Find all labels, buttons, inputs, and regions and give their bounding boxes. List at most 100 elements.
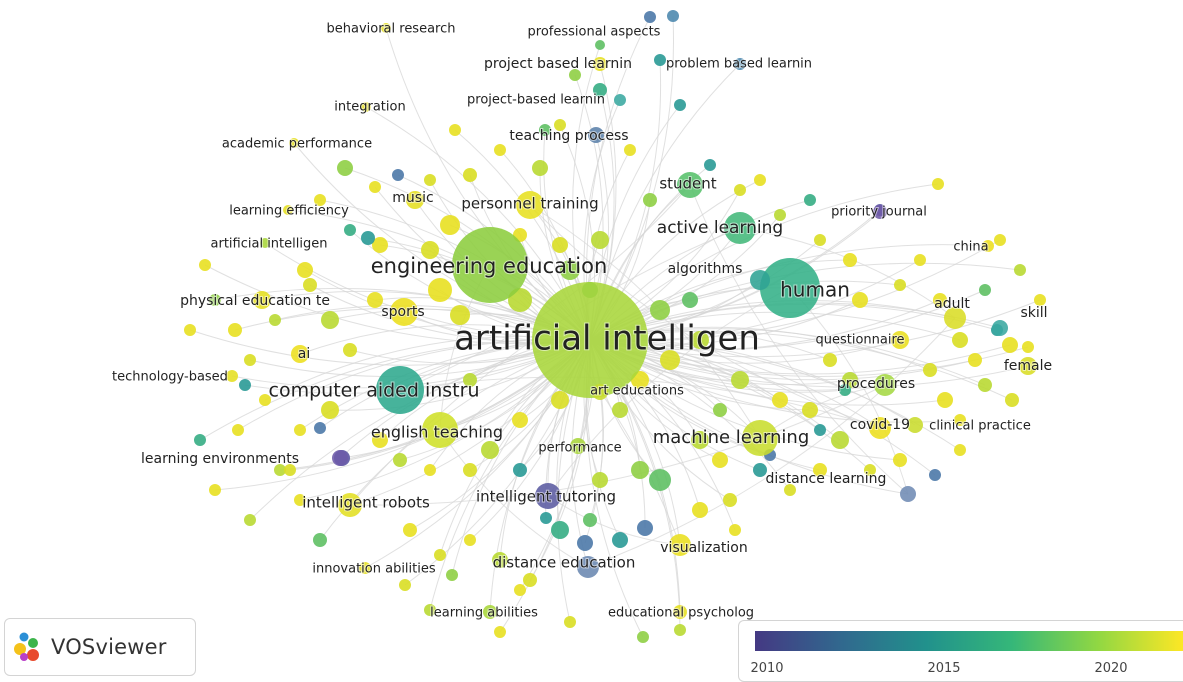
keyword-node[interactable] — [232, 424, 244, 436]
keyword-node-active-learning[interactable] — [724, 212, 756, 244]
keyword-node-student[interactable] — [677, 172, 703, 198]
keyword-label[interactable]: clinical practice — [928, 418, 1032, 435]
keyword-node[interactable] — [184, 324, 196, 336]
keyword-node-visualization[interactable] — [669, 534, 691, 556]
keyword-label[interactable]: active learning — [656, 217, 784, 239]
keyword-label[interactable]: educational psycholog — [607, 605, 755, 622]
keyword-label[interactable]: visualization — [659, 539, 748, 557]
keyword-node[interactable] — [682, 292, 698, 308]
keyword-node[interactable] — [463, 373, 477, 387]
keyword-node[interactable] — [624, 144, 636, 156]
keyword-node[interactable] — [393, 453, 407, 467]
keyword-label[interactable]: human — [779, 277, 851, 303]
keyword-label[interactable]: covid-19 — [849, 416, 911, 434]
keyword-node-distance-learning[interactable] — [900, 486, 916, 502]
keyword-node[interactable] — [512, 412, 528, 428]
keyword-node-ai[interactable] — [291, 345, 309, 363]
keyword-node[interactable] — [932, 178, 944, 190]
keyword-label[interactable]: questionnaire — [814, 332, 905, 349]
keyword-node[interactable] — [691, 331, 709, 349]
keyword-node[interactable] — [644, 11, 656, 23]
keyword-node-artificial-intelligen[interactable] — [532, 282, 648, 398]
keyword-node-distance-education[interactable] — [577, 556, 599, 578]
keyword-node[interactable] — [772, 392, 788, 408]
keyword-node[interactable] — [294, 424, 306, 436]
keyword-node-personnel-training[interactable] — [516, 191, 544, 219]
keyword-label[interactable]: learning efficiency — [228, 203, 350, 220]
keyword-node-teaching-process[interactable] — [588, 127, 604, 143]
keyword-label[interactable]: music — [391, 189, 434, 207]
keyword-node[interactable] — [209, 484, 221, 496]
keyword-node-adult[interactable] — [944, 307, 966, 329]
keyword-node[interactable] — [842, 372, 858, 388]
keyword-node[interactable] — [463, 463, 477, 477]
keyword-label[interactable]: academic performance — [221, 136, 373, 153]
keyword-node[interactable] — [513, 463, 527, 477]
keyword-label[interactable]: priority journal — [830, 204, 928, 221]
keyword-node[interactable] — [449, 124, 461, 136]
keyword-node[interactable] — [361, 231, 375, 245]
keyword-node[interactable] — [560, 260, 580, 280]
keyword-node[interactable] — [343, 343, 357, 357]
keyword-node[interactable] — [643, 193, 657, 207]
keyword-node[interactable] — [650, 300, 670, 320]
keyword-node[interactable] — [954, 444, 966, 456]
keyword-label[interactable]: performance — [537, 440, 622, 457]
keyword-label[interactable]: project based learnin — [483, 55, 633, 73]
keyword-node[interactable] — [893, 453, 907, 467]
keyword-node[interactable] — [369, 181, 381, 193]
keyword-node[interactable] — [612, 402, 628, 418]
keyword-node[interactable] — [540, 512, 552, 524]
keyword-label[interactable]: skill — [1019, 304, 1048, 322]
keyword-node[interactable] — [592, 472, 608, 488]
keyword-label[interactable]: adult — [933, 295, 971, 313]
keyword-node[interactable] — [1022, 341, 1034, 353]
keyword-node[interactable] — [994, 234, 1006, 246]
keyword-node[interactable] — [372, 432, 388, 448]
keyword-node-china[interactable] — [982, 240, 994, 252]
keyword-node-professional-aspects[interactable] — [667, 10, 679, 22]
keyword-node[interactable] — [259, 394, 271, 406]
keyword-node[interactable] — [463, 168, 477, 182]
keyword-node[interactable] — [421, 241, 439, 259]
keyword-node-technology-based[interactable] — [226, 370, 238, 382]
keyword-node[interactable] — [244, 354, 256, 366]
keyword-node[interactable] — [712, 452, 728, 468]
keyword-label[interactable]: female — [1003, 357, 1053, 375]
keyword-node[interactable] — [729, 524, 741, 536]
keyword-node-priority-journal[interactable] — [873, 205, 887, 219]
keyword-node[interactable] — [274, 464, 286, 476]
keyword-node[interactable] — [446, 569, 458, 581]
keyword-node[interactable] — [691, 431, 709, 449]
keyword-node[interactable] — [649, 469, 671, 491]
keyword-node-questionnaire[interactable] — [891, 331, 909, 349]
keyword-node[interactable] — [244, 514, 256, 526]
keyword-node[interactable] — [392, 169, 404, 181]
keyword-node[interactable] — [321, 401, 339, 419]
keyword-node[interactable] — [269, 314, 281, 326]
keyword-node[interactable] — [637, 520, 653, 536]
keyword-node[interactable] — [424, 464, 436, 476]
keyword-node[interactable] — [692, 502, 708, 518]
keyword-node[interactable] — [674, 624, 686, 636]
keyword-node[interactable] — [428, 278, 452, 302]
keyword-node-procedures[interactable] — [874, 374, 896, 396]
keyword-node[interactable] — [539, 124, 551, 136]
keyword-node-learning-efficiency[interactable] — [283, 205, 293, 215]
keyword-label[interactable]: intelligent robots — [301, 493, 431, 513]
keyword-node[interactable] — [284, 464, 296, 476]
keyword-label[interactable]: computer aided instru — [268, 379, 481, 403]
keyword-node-english-teaching[interactable] — [422, 412, 458, 448]
keyword-node[interactable] — [1014, 264, 1026, 276]
keyword-label[interactable]: project-based learnin — [466, 92, 606, 109]
keyword-node[interactable] — [774, 209, 786, 221]
keyword-label[interactable]: china — [952, 239, 989, 256]
keyword-node[interactable] — [583, 513, 597, 527]
keyword-node-covid-19[interactable] — [869, 417, 891, 439]
keyword-node[interactable] — [464, 534, 476, 546]
keyword-node-music[interactable] — [406, 191, 424, 209]
keyword-node[interactable] — [831, 431, 849, 449]
keyword-node-art-educations[interactable] — [592, 384, 608, 400]
keyword-node[interactable] — [804, 194, 816, 206]
